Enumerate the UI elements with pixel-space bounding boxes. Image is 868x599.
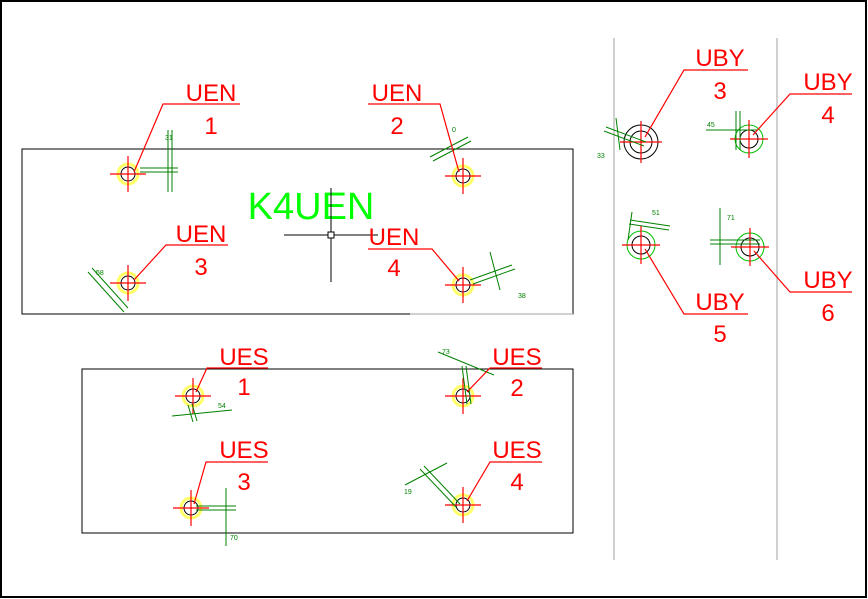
center-cross bbox=[445, 487, 481, 523]
dimension-lines bbox=[404, 462, 461, 508]
ues-1-number: 1 bbox=[237, 374, 250, 401]
dimension-value: 73 bbox=[442, 349, 450, 356]
uen-2-number: 2 bbox=[390, 113, 403, 140]
leader-line bbox=[752, 93, 852, 136]
leader-line bbox=[466, 461, 542, 502]
dimension-lines bbox=[469, 251, 516, 291]
center-cross bbox=[445, 378, 481, 414]
ues-3-number: 3 bbox=[237, 469, 250, 496]
dimension-value: 45 bbox=[707, 122, 715, 129]
dimension-lines bbox=[196, 488, 236, 546]
dimension-value: 38 bbox=[518, 293, 526, 300]
dimension-value: 58 bbox=[96, 270, 104, 277]
uby-5-marker[interactable]: 51 UBY 5 bbox=[622, 210, 748, 348]
uby-3-name: UBY bbox=[695, 45, 744, 72]
dimension-value: 31 bbox=[165, 135, 173, 142]
uen-2-name: UEN bbox=[372, 80, 423, 107]
dimension-lines bbox=[706, 111, 758, 150]
uen-2-marker[interactable]: 0 UEN 2 bbox=[368, 80, 481, 194]
dimension-lines bbox=[140, 130, 178, 192]
ues-3-marker[interactable]: 70 UES 3 bbox=[173, 437, 269, 546]
center-cross bbox=[731, 228, 769, 266]
drawing-title: K4UEN bbox=[248, 186, 375, 228]
leader-line bbox=[195, 367, 268, 393]
dimension-value: 51 bbox=[652, 210, 660, 217]
uby-3-number: 3 bbox=[713, 78, 726, 105]
center-cross bbox=[622, 226, 660, 264]
dimension-lines bbox=[710, 208, 760, 265]
uby-5-name: UBY bbox=[695, 289, 744, 316]
leader-line bbox=[368, 103, 460, 173]
dimension-value: 19 bbox=[404, 489, 412, 496]
dimension-value: 70 bbox=[230, 535, 238, 542]
uen-1-name: UEN bbox=[186, 80, 237, 107]
leader-line bbox=[133, 103, 240, 173]
leader-line bbox=[753, 250, 852, 293]
uen-3-marker[interactable]: 58 UEN 3 bbox=[87, 221, 228, 313]
ues-4-marker[interactable]: 19 UES 4 bbox=[404, 437, 542, 523]
ues-2-marker[interactable]: 73 UES 2 bbox=[437, 344, 542, 414]
uby-4-number: 4 bbox=[821, 102, 834, 129]
center-cross bbox=[110, 265, 146, 301]
dimension-lines bbox=[87, 267, 129, 313]
dimension-lines bbox=[603, 117, 647, 151]
ues-1-name: UES bbox=[219, 344, 268, 371]
dimension-value: 71 bbox=[727, 215, 735, 222]
center-cross bbox=[110, 156, 146, 192]
ues-3-name: UES bbox=[219, 437, 268, 464]
uby-5-number: 5 bbox=[713, 321, 726, 348]
uen-4-name: UEN bbox=[369, 224, 420, 251]
uen-1-number: 1 bbox=[204, 113, 217, 140]
ues-2-number: 2 bbox=[510, 375, 523, 402]
dimension-value: 54 bbox=[218, 403, 226, 410]
uby-4-name: UBY bbox=[803, 69, 852, 96]
dimension-lines bbox=[627, 211, 671, 241]
uby-6-number: 6 bbox=[821, 300, 834, 327]
ues-1-marker[interactable]: 54 UES 1 bbox=[171, 344, 269, 423]
center-cross bbox=[173, 490, 209, 526]
leader-line bbox=[193, 461, 268, 505]
leader-line bbox=[368, 248, 460, 282]
center-cross bbox=[445, 267, 481, 303]
uen-4-number: 4 bbox=[387, 255, 400, 282]
uen-4-marker[interactable]: 38 UEN 4 bbox=[368, 224, 526, 303]
leader-line bbox=[644, 69, 748, 138]
dimension-value: 33 bbox=[597, 153, 605, 160]
uen-3-name: UEN bbox=[176, 221, 227, 248]
ues-4-number: 4 bbox=[510, 469, 523, 496]
uby-6-marker[interactable]: 71 UBY 6 bbox=[710, 208, 853, 327]
uby-4-marker[interactable]: 45 UBY 4 bbox=[706, 69, 853, 158]
dimension-lines bbox=[437, 351, 495, 405]
dimension-lines bbox=[429, 136, 472, 162]
leader-line bbox=[644, 248, 748, 315]
cursor-crosshair-icon bbox=[284, 188, 378, 282]
center-cross bbox=[620, 121, 662, 163]
uen-1-marker[interactable]: 31 UEN 1 bbox=[110, 80, 240, 192]
ues-2-name: UES bbox=[492, 344, 541, 371]
uby-6-name: UBY bbox=[803, 267, 852, 294]
leader-line bbox=[466, 367, 542, 393]
dimension-value: 0 bbox=[452, 127, 456, 134]
ues-panel bbox=[81, 368, 574, 534]
ues-4-name: UES bbox=[492, 437, 541, 464]
uen-panel bbox=[21, 148, 574, 315]
leader-line bbox=[133, 244, 228, 281]
dimension-lines bbox=[171, 403, 233, 423]
uen-3-number: 3 bbox=[194, 254, 207, 281]
center-cross bbox=[445, 158, 481, 194]
uby-3-marker[interactable]: 33 UBY 3 bbox=[597, 45, 748, 163]
